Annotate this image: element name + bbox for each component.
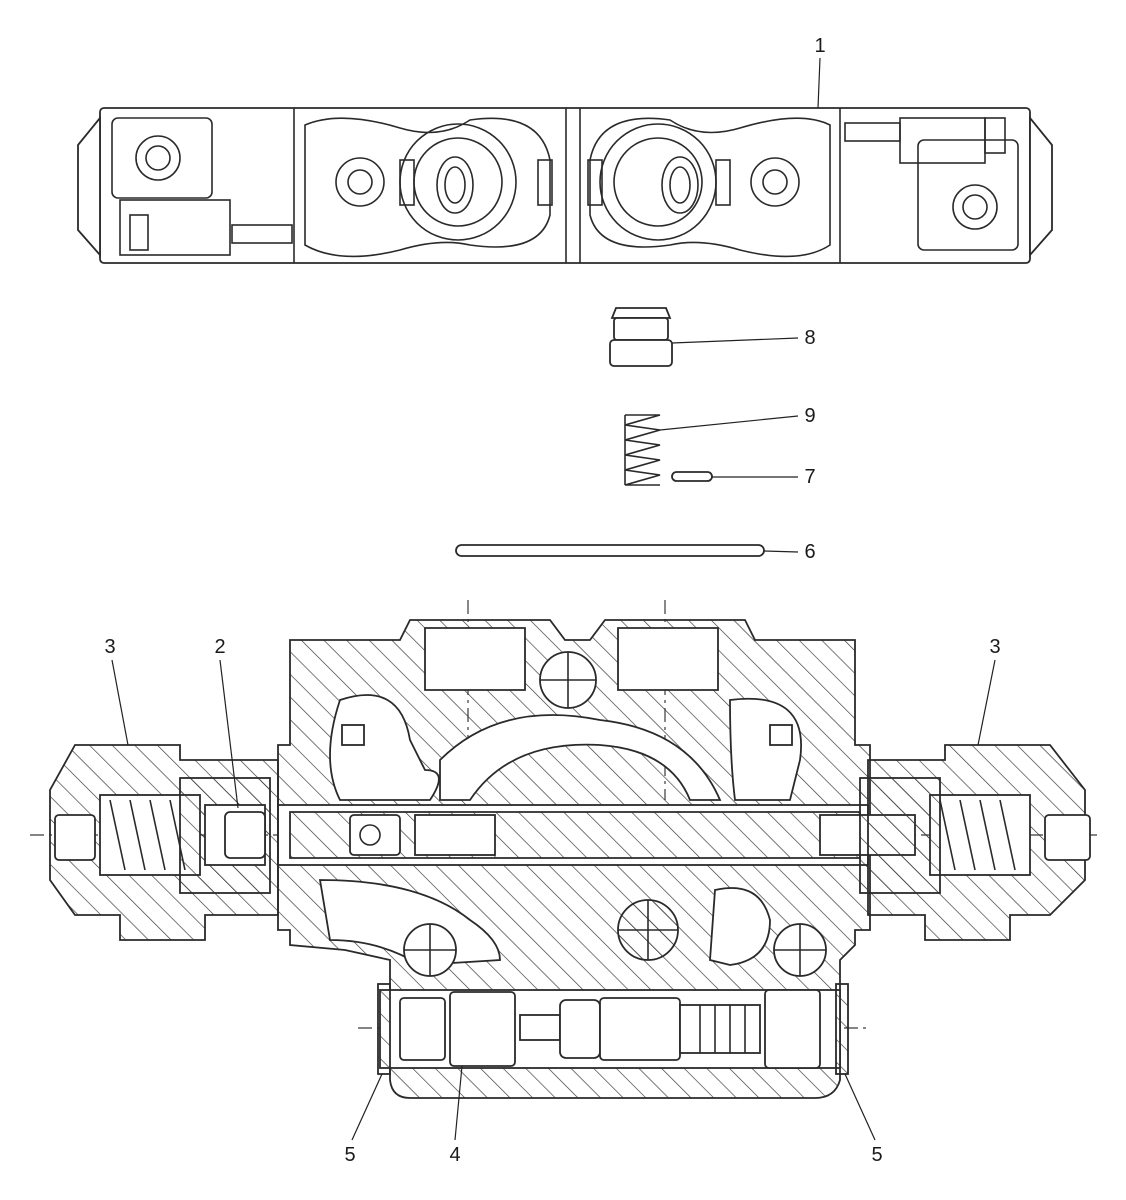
callout-5-right: 5 [871, 1144, 883, 1166]
callout-2: 2 [214, 636, 226, 658]
callout-6: 6 [804, 541, 816, 563]
callout-3-right: 3 [989, 636, 1001, 658]
callout-3-left: 3 [104, 636, 116, 658]
callout-5-left: 5 [344, 1144, 356, 1166]
valve-section-view [30, 600, 1100, 1099]
callout-9: 9 [804, 405, 816, 427]
leader-lines [111, 57, 996, 1141]
plug-part-8 [609, 307, 673, 367]
callout-1: 1 [814, 35, 826, 57]
callout-7: 7 [804, 466, 816, 488]
callout-8: 8 [804, 327, 816, 349]
callout-4: 4 [449, 1144, 461, 1166]
rod-part-6 [455, 544, 765, 557]
valve-top-view [77, 107, 1053, 264]
spring-part-9 [624, 414, 661, 486]
pin-part-7 [671, 471, 713, 482]
